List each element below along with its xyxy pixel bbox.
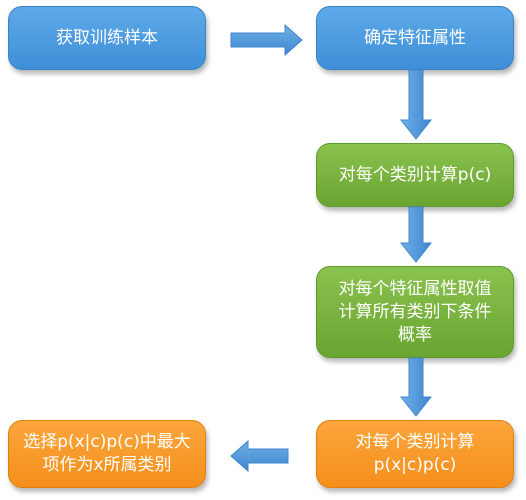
node-compute-pc: 对每个类别计算p(c) (316, 143, 514, 207)
arrow-samples-to-features (230, 23, 303, 57)
node-compute-pc-label: 对每个类别计算p(c) (338, 164, 492, 185)
arrow-conditional-to-pxc (399, 357, 433, 417)
node-compute-conditional-label: 对每个特征属性取值 计算所有类别下条件 概率 (338, 278, 492, 345)
node-get-samples-label: 获取训练样本 (56, 27, 158, 48)
node-select-max-label: 选择p(x|c)p(c)中最大 项作为x所属类别 (23, 432, 191, 475)
node-get-samples: 获取训练样本 (8, 6, 206, 70)
node-determine-features-label: 确定特征属性 (364, 27, 466, 48)
node-compute-pxc: 对每个类别计算 p(x|c)p(c) (316, 420, 514, 488)
node-compute-pxc-label: 对每个类别计算 p(x|c)p(c) (355, 432, 475, 475)
arrow-features-to-pc (399, 69, 433, 140)
arrow-pxc-to-select (230, 439, 289, 473)
arrow-pc-to-conditional (399, 206, 433, 263)
node-select-max: 选择p(x|c)p(c)中最大 项作为x所属类别 (8, 420, 206, 488)
